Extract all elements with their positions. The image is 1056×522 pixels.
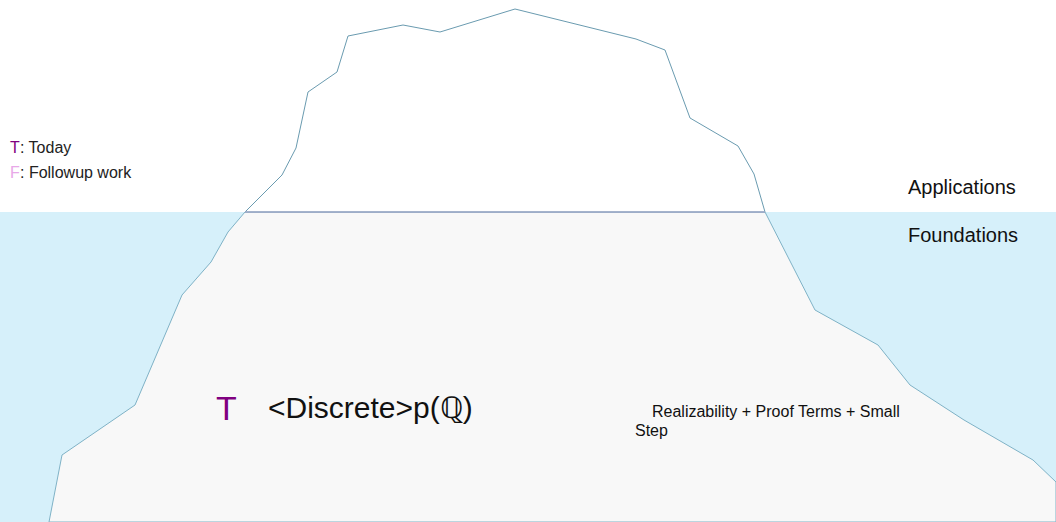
iceberg-tip (245, 9, 765, 212)
water (0, 212, 1056, 522)
waterline (245, 211, 765, 213)
legend-key: F (10, 163, 20, 182)
region-label: Foundations (908, 223, 1018, 247)
legend-text: : Followup work (20, 163, 131, 182)
topic-note: Realizability + Proof Terms + Small Step (635, 402, 910, 440)
legend-key: T (10, 138, 20, 157)
today-marker: T (216, 388, 237, 429)
legend-text: : Today (20, 138, 71, 157)
topic-title: <Discrete>p(ℚ) (268, 390, 473, 426)
region-label: Applications (908, 175, 1016, 199)
iceberg-underwater (49, 212, 1056, 522)
